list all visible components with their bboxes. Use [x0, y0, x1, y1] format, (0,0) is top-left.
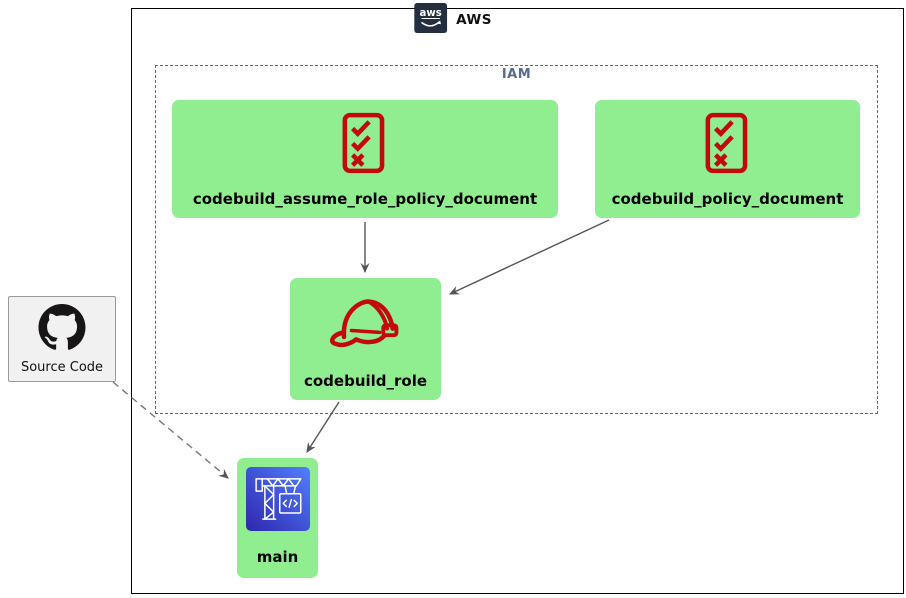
- node-main: main: [237, 458, 318, 578]
- aws-container: [131, 8, 904, 594]
- node-label: Source Code: [20, 360, 104, 375]
- node-label: main: [256, 548, 299, 566]
- node-label: codebuild_assume_role_policy_document: [192, 190, 538, 208]
- aws-header: aws AWS: [414, 3, 492, 37]
- aws-logo-text: aws: [420, 8, 442, 19]
- iam-container-label: IAM: [501, 67, 532, 82]
- github-icon: [38, 304, 86, 355]
- iam-container: IAM: [155, 65, 878, 414]
- node-source-code: Source Code: [8, 296, 116, 382]
- iam-role-helmet-icon: [326, 294, 406, 356]
- node-codebuild-role: codebuild_role: [290, 278, 441, 400]
- node-codebuild-assume-role-policy-document: codebuild_assume_role_policy_document: [172, 100, 558, 218]
- codebuild-crane-icon: [245, 467, 310, 531]
- node-codebuild-policy-document: codebuild_policy_document: [595, 100, 860, 218]
- node-label: codebuild_role: [303, 372, 428, 390]
- policy-document-icon: [340, 112, 390, 178]
- node-label: codebuild_policy_document: [611, 190, 844, 208]
- aws-logo-icon: aws: [414, 3, 448, 37]
- policy-document-icon: [703, 112, 753, 178]
- aws-container-label: AWS: [456, 12, 492, 28]
